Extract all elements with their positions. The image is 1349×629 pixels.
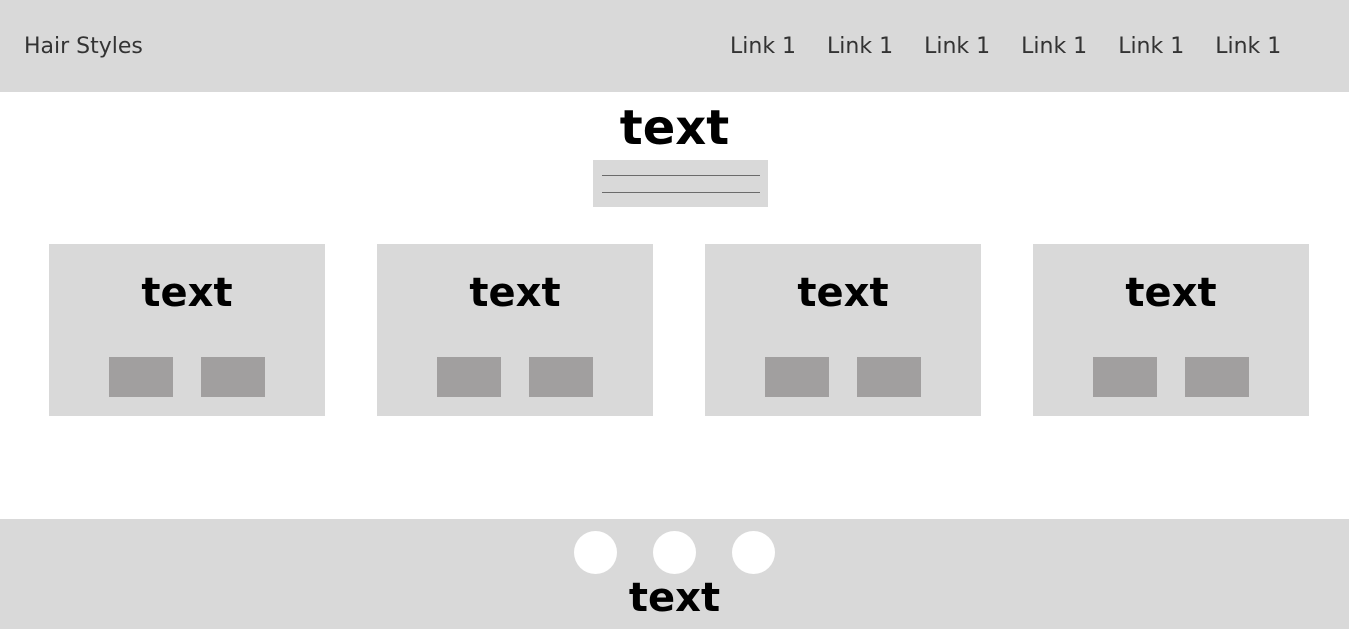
social-circle-icon[interactable] [732,531,775,574]
card-1: text [49,244,325,416]
footer-text: text [628,575,721,621]
nav-link-4[interactable]: Link 1 [1021,34,1088,59]
nav-link-2[interactable]: Link 1 [827,34,894,59]
card-4: text [1033,244,1309,416]
top-navbar: Hair Styles Link 1 Link 1 Link 1 Link 1 … [0,0,1349,92]
social-circle-icon[interactable] [653,531,696,574]
brand-logo-text[interactable]: Hair Styles [24,34,143,59]
card-3: text [705,244,981,416]
card-title: text [141,270,233,316]
hero-title: text [619,100,730,156]
card-button-1[interactable] [109,357,173,397]
card-button-2[interactable] [201,357,265,397]
card-button-1[interactable] [1093,357,1157,397]
footer: text [0,519,1349,629]
nav-link-6[interactable]: Link 1 [1215,34,1282,59]
card-button-1[interactable] [765,357,829,397]
card-2: text [377,244,653,416]
nav-link-5[interactable]: Link 1 [1118,34,1185,59]
card-title: text [469,270,561,316]
card-title: text [797,270,889,316]
card-title: text [1125,270,1217,316]
card-button-2[interactable] [857,357,921,397]
card-button-2[interactable] [529,357,593,397]
social-circle-icon[interactable] [574,531,617,574]
placeholder-line [602,175,760,176]
nav-links: Link 1 Link 1 Link 1 Link 1 Link 1 Link … [730,33,1312,61]
card-button-2[interactable] [1185,357,1249,397]
card-button-1[interactable] [437,357,501,397]
hero-text-placeholder [593,160,768,207]
nav-link-1[interactable]: Link 1 [730,34,797,59]
placeholder-line [602,192,760,193]
nav-link-3[interactable]: Link 1 [924,34,991,59]
